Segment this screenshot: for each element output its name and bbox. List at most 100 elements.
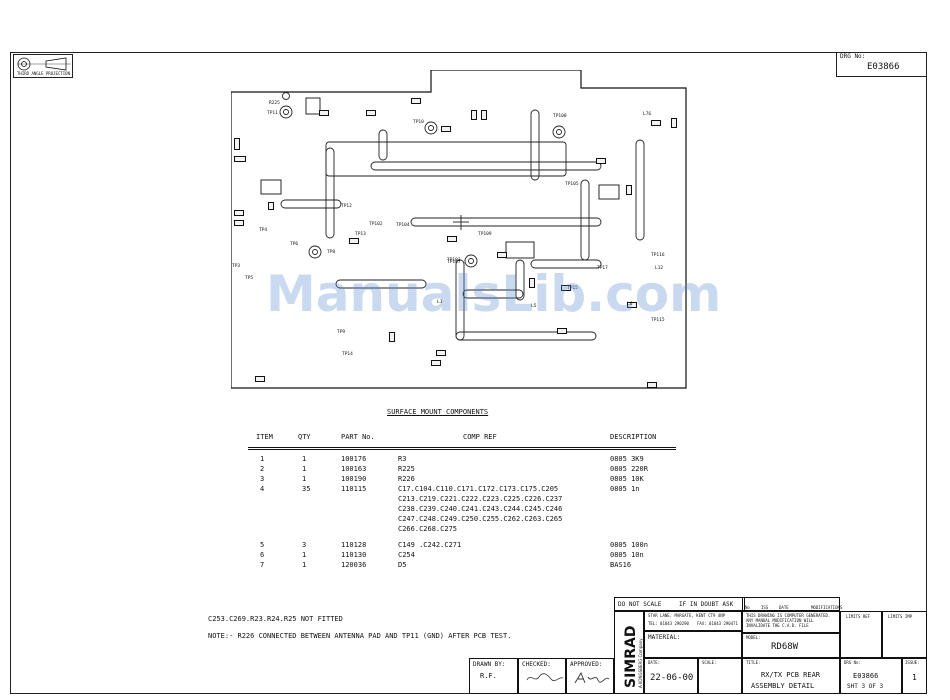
pcb-component	[234, 210, 244, 216]
col-header-qty: QTY	[298, 433, 311, 441]
pcb-component	[627, 302, 637, 308]
pcb-component	[471, 110, 477, 120]
projection-caption: THIRD ANGLE PROJECTION	[17, 71, 70, 76]
approved-label: APPROVED:	[570, 661, 603, 668]
address: STAR LANE, MARGATE, KENT CT9 4NP	[648, 613, 726, 618]
pcb-label: L1	[437, 300, 443, 305]
pcb-label: L5	[531, 304, 537, 309]
row-desc: 0805 220R	[610, 465, 648, 473]
row-comp-ref: R225	[398, 465, 415, 473]
section-title: SURFACE MOUNT COMPONENTS	[387, 408, 489, 416]
row-item: 1	[260, 455, 265, 463]
model: RD68W	[771, 642, 799, 652]
row-qty: 1	[302, 551, 307, 559]
if-in-doubt: IF IN DOUBT ASK	[679, 601, 734, 608]
row-item: 3	[260, 475, 265, 483]
approved-box: APPROVED:	[566, 658, 614, 694]
row-part: 120036	[341, 561, 367, 569]
row-desc: 0805 10K	[610, 475, 644, 483]
do-not-scale-box: DO NOT SCALE IF IN DOUBT ASK	[614, 597, 745, 611]
model-box: MODEL: RD68W	[742, 633, 840, 658]
checked-box: CHECKED:	[518, 658, 566, 694]
pcb-label: TP8	[327, 250, 336, 255]
date: 22-06-00	[650, 673, 694, 683]
row-part: 110130	[341, 551, 367, 559]
pcb-label: TP13	[355, 232, 366, 237]
watermark: ManualsLib.com	[266, 265, 722, 323]
pcb-label: TP9	[337, 330, 346, 335]
limits-ref-box: LIMITS REF	[840, 611, 882, 658]
do-not-scale: DO NOT SCALE	[618, 601, 662, 608]
checked-label: CHECKED:	[522, 661, 551, 668]
row-comp-ref: C149 .C242.C271	[398, 541, 462, 549]
row-desc: 0805 10n	[610, 551, 644, 559]
date-label: DATE:	[648, 660, 661, 665]
row-qty: 3	[302, 541, 307, 549]
pcb-label: TP100	[553, 114, 567, 119]
mod-date: DATE	[779, 605, 789, 610]
mod-iss: ISS	[761, 605, 769, 610]
pcb-component	[234, 138, 240, 150]
company-sub: A KONGSBERG Company	[638, 638, 643, 688]
pcb-label: L6	[627, 302, 633, 307]
sheet: SHT 3 OF 3	[847, 683, 884, 690]
col-header-part: PART No.	[341, 433, 375, 441]
row-desc: 0805 1n	[610, 485, 640, 493]
pcb-component	[234, 156, 246, 162]
modifications-header: No ISS DATE MODIFICATIONS	[742, 597, 842, 611]
pcb-outline	[231, 70, 687, 389]
limits-imp-box: LIMITS IMP	[882, 611, 927, 658]
title-box: TITLE: RX/TX PCB REAR ASSEMBLY DETAIL	[742, 658, 840, 694]
pcb-drawing: R225 TP11 TP10 TP100 L76 TP102 TP103 TP1…	[231, 70, 691, 392]
row-comp-ref: D5	[398, 561, 407, 569]
mod-no: No	[745, 605, 750, 610]
pcb-component	[319, 110, 329, 116]
pcb-label: TP115	[651, 318, 665, 323]
pcb-label: TP105	[565, 182, 579, 187]
row-qty: 35	[302, 485, 311, 493]
row-comp-ref: C254	[398, 551, 415, 559]
pcb-component	[626, 185, 632, 195]
pcb-component	[389, 332, 395, 342]
pcb-label: TP116	[651, 253, 665, 258]
row-item: 6	[260, 551, 265, 559]
pcb-component	[436, 350, 446, 356]
simrad-logo: SIMRAD A KONGSBERG Company	[623, 626, 643, 688]
pcb-component	[671, 118, 677, 128]
drawing-number-box: DRG No: E03866	[836, 52, 927, 77]
pcb-component	[447, 236, 457, 242]
pcb-component	[651, 120, 661, 126]
row-desc: BAS16	[610, 561, 632, 569]
pcb-component	[366, 110, 376, 116]
drawn-by: R.F.	[480, 672, 497, 680]
pcb-label: L76	[643, 112, 652, 117]
pcb-label: TP104	[396, 223, 410, 228]
row-comp-ref: C238.C239.C240.C241.C243.C244.C245.C246	[398, 505, 563, 513]
issue: 1	[912, 673, 917, 682]
pcb-label: TP17	[597, 266, 608, 271]
row-part: 100176	[341, 455, 367, 463]
col-header-ref: COMP REF	[463, 433, 497, 441]
row-item: 5	[260, 541, 265, 549]
row-comp-ref: C266.C268.C275	[398, 525, 458, 533]
pcb-component	[268, 202, 274, 210]
row-comp-ref: C17.C104.C110.C171.C172.C173.C175.C205	[398, 485, 559, 493]
scale-box: SCALE:	[698, 658, 742, 694]
pcb-label: TP14	[342, 352, 353, 357]
header-rule	[248, 449, 676, 450]
col-header-item: ITEM	[256, 433, 273, 441]
pcb-label: TP103	[447, 258, 461, 263]
row-part: 100163	[341, 465, 367, 473]
row-comp-ref: C247.C248.C249.C250.C255.C262.C263.C265	[398, 515, 563, 523]
row-comp-ref: R3	[398, 455, 407, 463]
scale-label: SCALE:	[702, 660, 717, 665]
company-name: SIMRAD	[623, 626, 639, 688]
row-qty: 1	[302, 475, 307, 483]
pcb-label: TP15	[567, 286, 578, 291]
pcb-component	[561, 285, 571, 291]
row-part: 100190	[341, 475, 367, 483]
pcb-component	[557, 328, 567, 334]
pcb-label: L12	[655, 266, 664, 271]
computer-note-box: THIS DRAWING IS COMPUTER GENERATED. ANY …	[742, 611, 840, 633]
pcb-label: TP5	[245, 276, 254, 281]
